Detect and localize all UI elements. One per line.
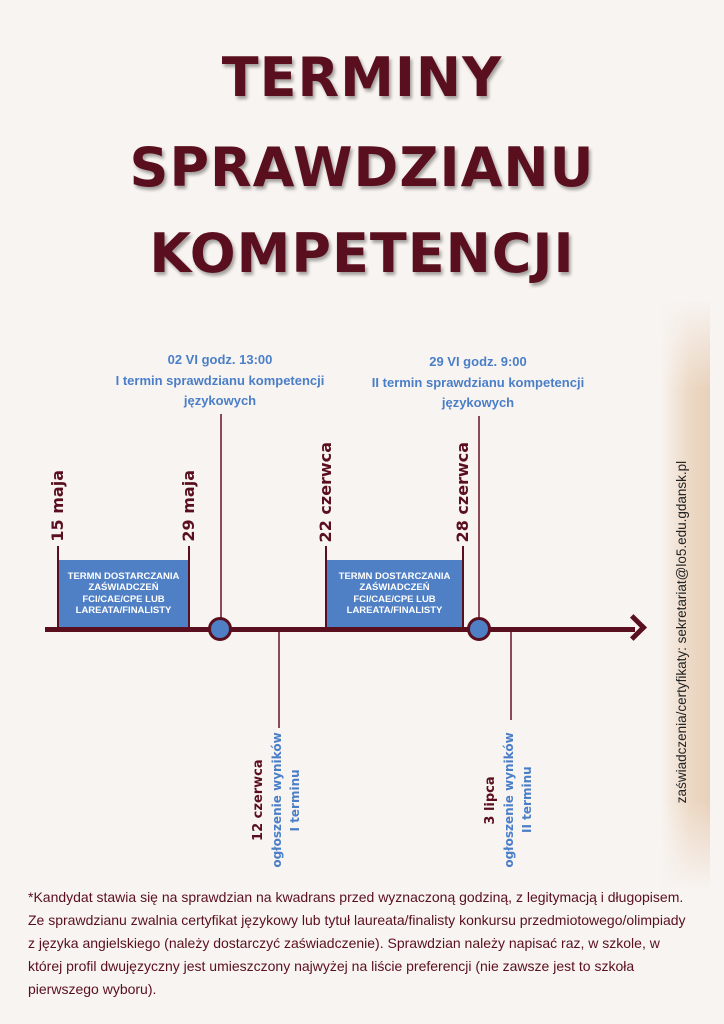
exam-2-when: 29 VI godz. 9:00 — [429, 354, 527, 369]
tick-28-czerwca — [462, 546, 464, 628]
box-2-line-4: LAREATA/FINALISTY — [346, 605, 443, 616]
title-line-1: TERMINY — [221, 46, 503, 109]
timeline-axis — [45, 627, 635, 632]
tick-29-maja — [188, 546, 190, 628]
date-28-czerwca: 28 czerwca — [453, 441, 472, 542]
date-15-maja: 15 maja — [48, 470, 67, 542]
exam-1-label: 02 VI godz. 13:00 I termin sprawdzianu k… — [95, 350, 345, 412]
title-line-2: SPRAWDZIANU — [129, 136, 595, 199]
box-1-line-1: TERMN DOSTARCZANIA — [67, 570, 180, 582]
arrow-right-icon — [620, 614, 647, 641]
results-1-label: ogłoszenie wyników — [270, 732, 284, 868]
exam-2-label: 29 VI godz. 9:00 II termin sprawdzianu k… — [353, 352, 603, 414]
exam-2-desc: II termin sprawdzianu kompetencji — [371, 374, 585, 390]
exam-1-desc: I termin sprawdzianu kompetencji — [115, 372, 325, 388]
side-strip — [660, 300, 710, 890]
box-1-line-3: FCI/CAE/CPE LUB — [82, 593, 165, 605]
results-2-connector — [510, 632, 512, 720]
date-29-maja: 29 maja — [179, 470, 198, 542]
results-2-date: 3 lipca — [483, 775, 498, 825]
tick-22-czerwca — [325, 546, 327, 628]
exam-1-connector — [220, 414, 222, 618]
date-22-czerwca: 22 czerwca — [316, 441, 335, 542]
exam-1-desc-2: językowych — [183, 393, 257, 408]
box-1-line-2: ZAŚWIADCZEŃ — [88, 582, 159, 593]
footnote: *Kandydat stawia się na sprawdzian na kw… — [28, 889, 686, 997]
results-2-term: II terminu — [520, 766, 534, 834]
side-contact: zaświadczenia/certyfikaty: sekretariat@l… — [674, 460, 689, 804]
results-1-term: I terminu — [288, 768, 302, 832]
exam-1-marker — [208, 617, 232, 641]
results-1-connector — [278, 632, 280, 728]
exam-1-when: 02 VI godz. 13:00 — [167, 352, 273, 367]
results-1-group: 12 czerwca ogłoszenie wyników I terminu — [250, 732, 303, 867]
submission-box-1: TERMN DOSTARCZANIA ZAŚWIADCZEŃ FCI/CAE/C… — [59, 560, 188, 627]
exam-2-desc-2: językowych — [441, 395, 515, 410]
box-1-line-4: LAREATA/FINALISTY — [75, 605, 172, 616]
results-2-group: 3 lipca ogłoszenie wyników II terminu — [482, 732, 535, 867]
box-2-line-1: TERMN DOSTARCZANIA — [338, 570, 451, 582]
tick-15-maja — [57, 546, 59, 628]
box-2-line-2: ZAŚWIADCZEŃ — [359, 582, 430, 593]
submission-box-2: TERMN DOSTARCZANIA ZAŚWIADCZEŃ FCI/CAE/C… — [327, 560, 462, 627]
results-1-date: 12 czerwca — [251, 759, 266, 841]
exam-2-connector — [478, 416, 480, 618]
title-line-3: KOMPETENCJI — [149, 222, 575, 285]
box-2-line-3: FCI/CAE/CPE LUB — [353, 593, 436, 605]
results-2-label: ogłoszenie wyników — [502, 732, 516, 868]
exam-2-marker — [467, 617, 491, 641]
